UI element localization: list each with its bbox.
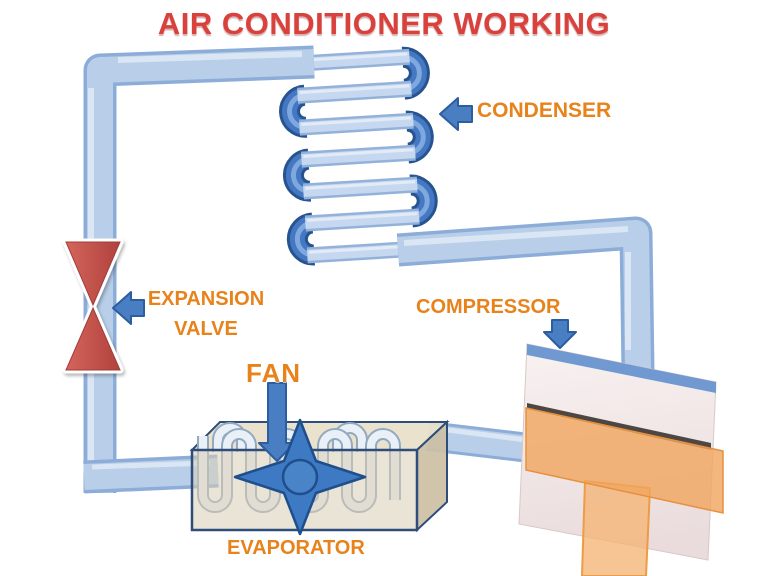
- compressor-down-arrow-icon: [543, 319, 577, 349]
- coil-tubes: [291, 51, 420, 261]
- fan-hub: [281, 458, 319, 496]
- expansion-valve-left-arrow-icon: [112, 291, 145, 325]
- expansion-valve: [62, 238, 124, 374]
- coil-tube-highlights: [293, 52, 418, 254]
- expansion-valve-label-line2: VALVE: [174, 318, 238, 340]
- fan-blades: [233, 418, 367, 536]
- expansion-valve-label: EXPANSION VALVE: [138, 284, 274, 344]
- compressor-label: COMPRESSOR: [416, 296, 561, 318]
- pipe-condenser-to-compressor: [396, 216, 655, 373]
- compressor-band: [525, 407, 724, 514]
- compressor-top-strip: [527, 344, 716, 393]
- evaporator-label: EVAPORATOR: [227, 537, 365, 559]
- diagram-title: AIR CONDITIONER WORKING: [157, 6, 611, 41]
- compressor-unit: [518, 343, 724, 576]
- condenser-left-arrow-icon: [439, 97, 473, 131]
- condenser-coil: [279, 46, 438, 266]
- fan-label: FAN: [246, 358, 301, 388]
- coil-ubend-sheen: [287, 54, 430, 258]
- expansion-valve-label-line1: EXPANSION: [147, 288, 265, 310]
- condenser-label: CONDENSER: [477, 99, 612, 122]
